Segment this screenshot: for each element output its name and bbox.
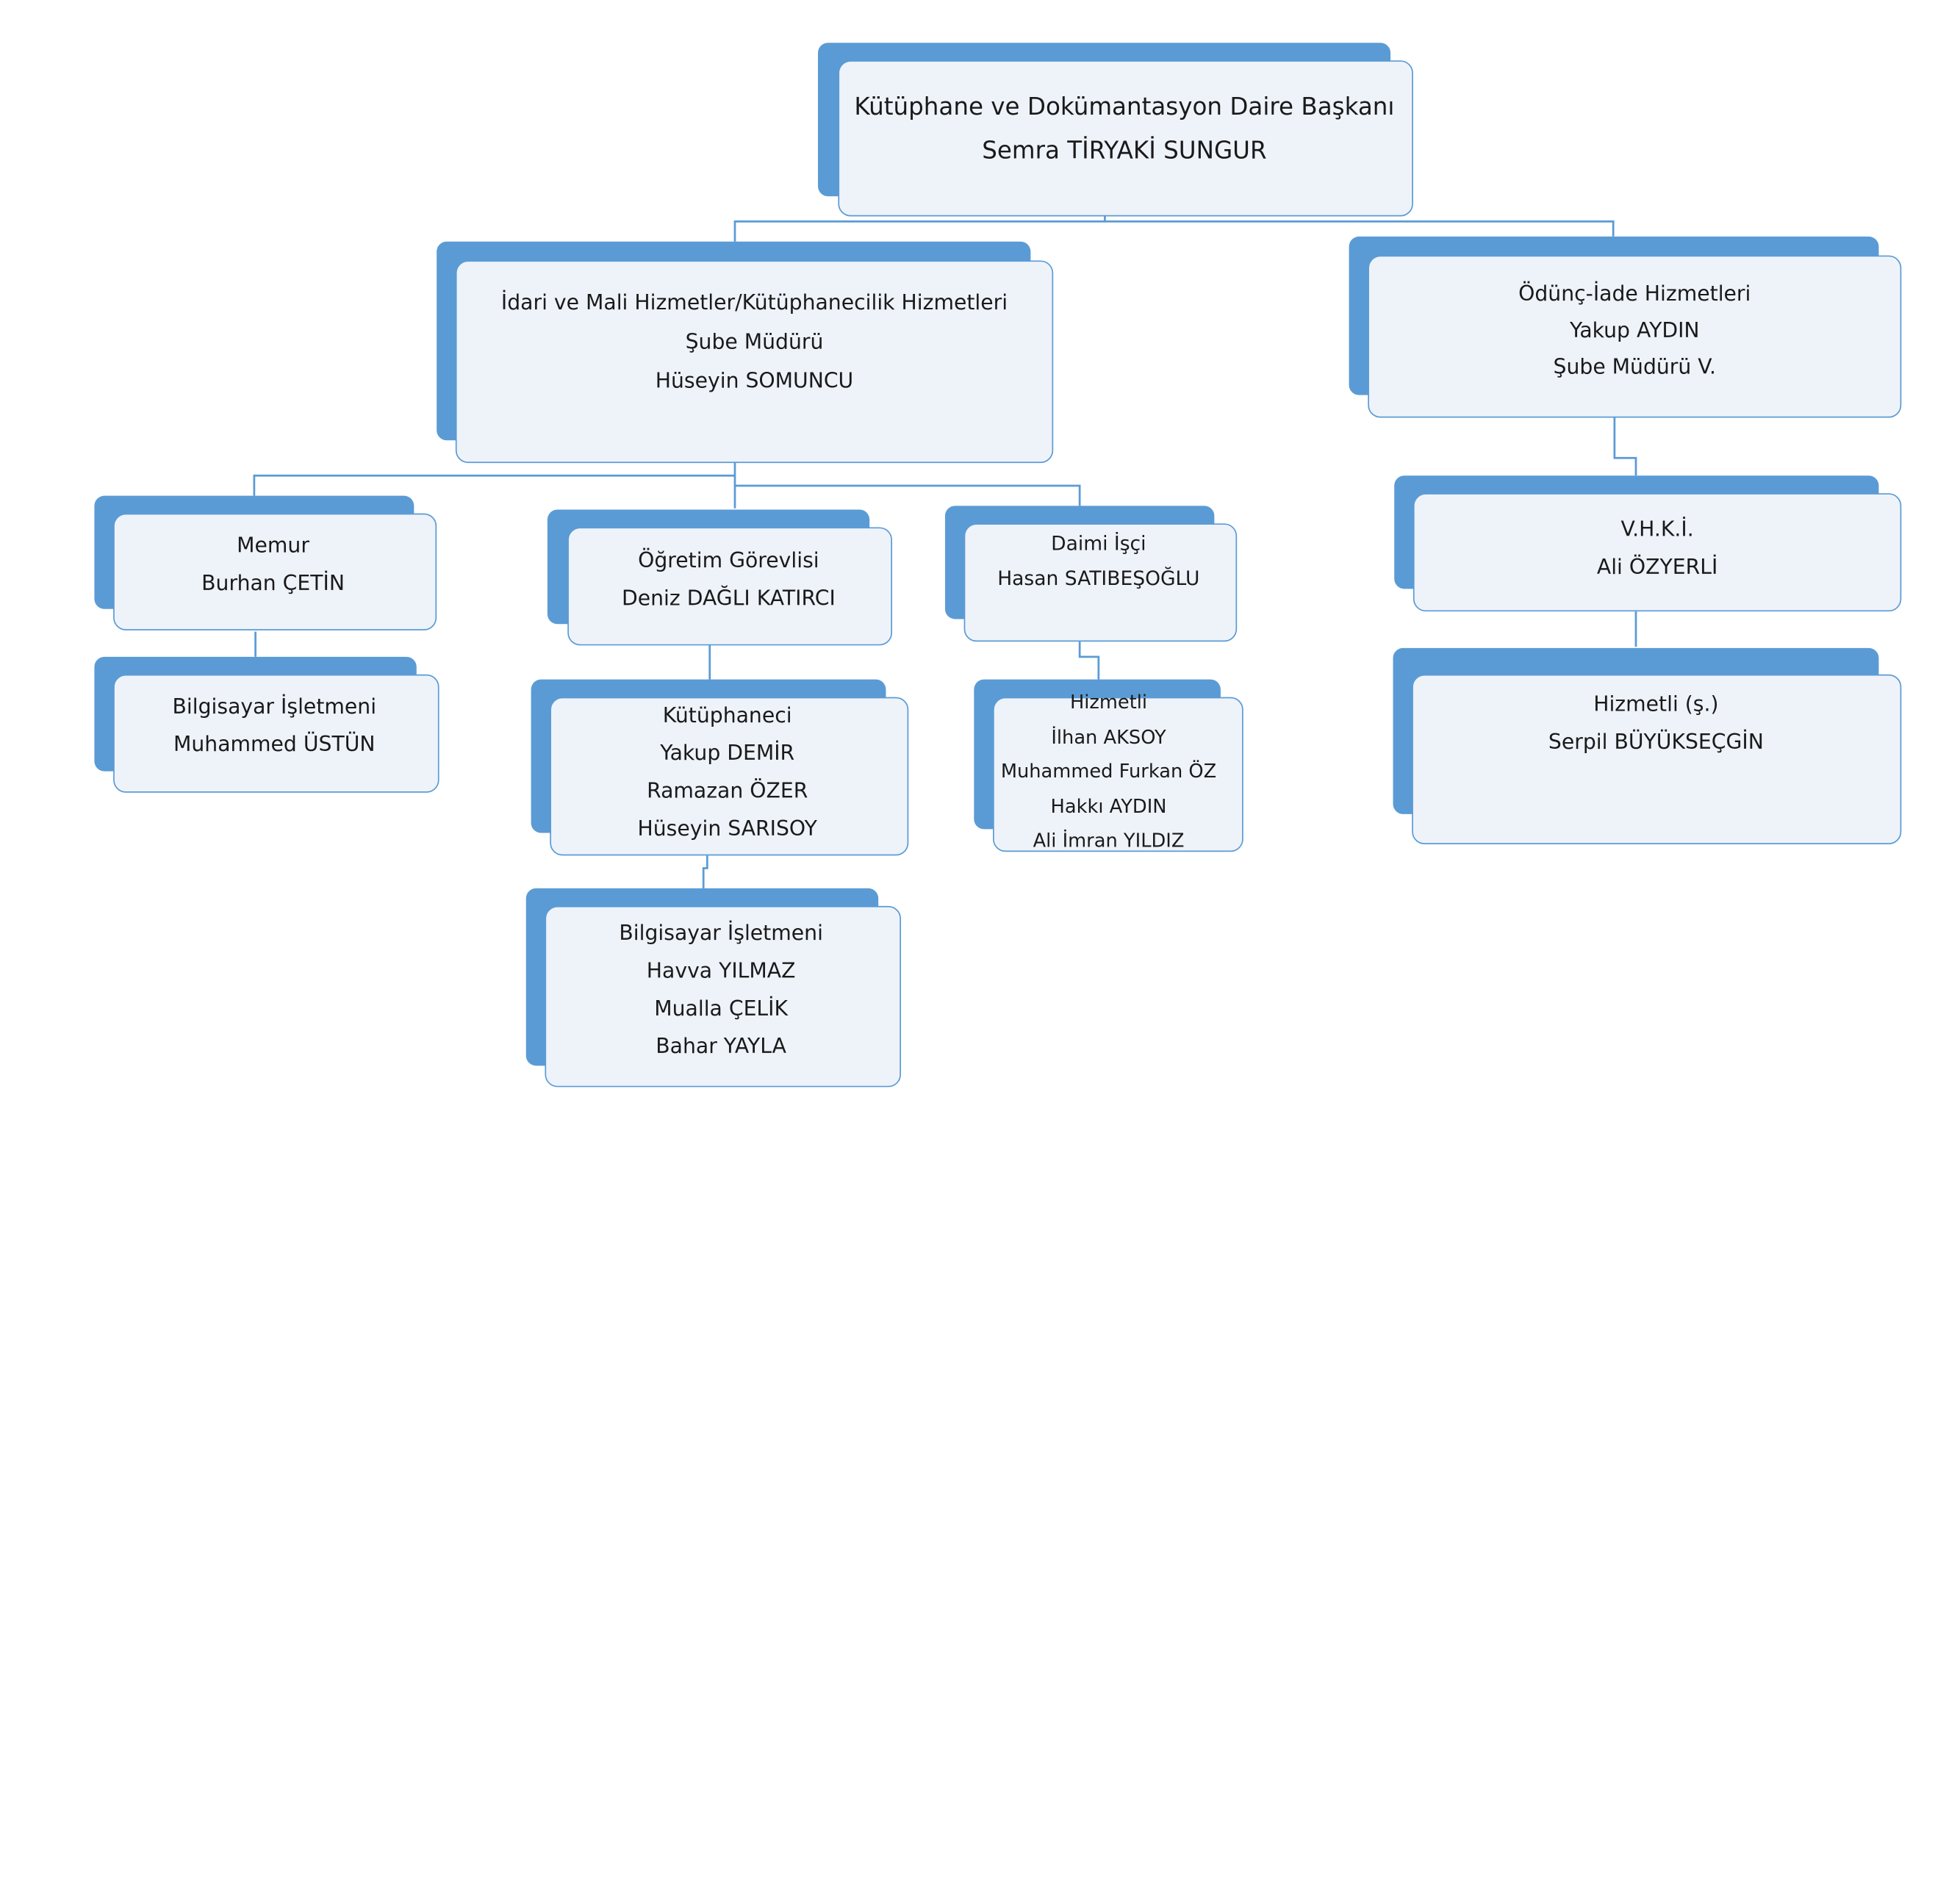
node-admin-manager: İdari ve Mali Hizmetler/Kütüphanecilik H… <box>437 241 1054 464</box>
node-officer-line-1: Memur <box>237 533 309 558</box>
node-librarians-line-3: Ramazan ÖZER <box>647 778 808 803</box>
node-lending-manager: Ödünç-İade Hizmetleri Yakup AYDIN Şube M… <box>1349 236 1902 418</box>
node-officer-computer-operator-line-2: Muhammed ÜSTÜN <box>173 732 376 757</box>
node-officer-computer-operator: Bilgisayar İşletmeni Muhammed ÜSTÜN <box>94 656 439 793</box>
node-admin-manager-line-2: Şube Müdürü <box>685 328 824 353</box>
node-head-line-2: Semra TİRYAKİ SUNGUR <box>982 137 1267 165</box>
node-attendant-s: Hizmetli (ş.) Serpil BÜYÜKSEÇGİN <box>1393 647 1902 844</box>
node-attendants-line-4: Hakkı AYDIN <box>1050 794 1167 818</box>
connector-worker-to-attendants <box>1078 641 1100 680</box>
node-attendants-line-5: Ali İmran YILDIZ <box>1033 829 1185 852</box>
connector-lending-to-vhki <box>1613 417 1637 476</box>
node-computer-operators-line-3: Mualla ÇELİK <box>654 996 789 1021</box>
node-head: Kütüphane ve Dokümantasyon Daire Başkanı… <box>817 43 1413 217</box>
node-lending-manager-line-3: Şube Müdürü V. <box>1553 354 1716 378</box>
node-officer-line-2: Burhan ÇETİN <box>201 571 345 595</box>
node-head-line-1: Kütüphane ve Dokümantasyon Daire Başkanı <box>854 93 1395 121</box>
node-attendants-line-3: Muhammed Furkan ÖZ <box>1000 760 1217 783</box>
node-lecturer-line-1: Öğretim Görevlisi <box>638 548 819 573</box>
node-permanent-worker: Daimi İşçi Hasan SATIBEŞOĞLU <box>944 506 1238 642</box>
node-admin-manager-line-1: İdari ve Mali Hizmetler/Kütüphanecilik H… <box>500 290 1008 314</box>
node-computer-operators-line-2: Havva YILMAZ <box>646 958 796 983</box>
node-librarians-line-1: Kütüphaneci <box>662 703 792 727</box>
node-lending-manager-line-1: Ödünç-İade Hizmetleri <box>1518 281 1751 306</box>
node-attendant-s-line-1: Hizmetli (ş.) <box>1593 691 1719 716</box>
node-computer-operators-line-1: Bilgisayar İşletmeni <box>619 921 823 945</box>
node-computer-operators-line-4: Bahar YAYLA <box>656 1034 787 1059</box>
node-librarians-line-2: Yakup DEMİR <box>660 741 795 766</box>
node-vhki-line-1: V.H.K.İ. <box>1620 517 1694 542</box>
node-attendants-line-2: İlhan AKSOY <box>1051 725 1166 749</box>
node-admin-manager-line-3: Hüseyin SOMUNCU <box>655 367 854 392</box>
node-permanent-worker-line-1: Daimi İşçi <box>1051 532 1146 556</box>
node-vhki: V.H.K.İ. Ali ÖZYERLİ <box>1394 475 1902 612</box>
node-attendants-line-1: Hizmetli <box>1069 691 1148 714</box>
node-permanent-worker-line-2: Hasan SATIBEŞOĞLU <box>997 567 1200 591</box>
node-officer: Memur Burhan ÇETİN <box>94 495 437 630</box>
node-librarians-line-4: Hüseyin SARISOY <box>637 816 817 841</box>
node-vhki-line-2: Ali ÖZYERLİ <box>1596 555 1718 579</box>
node-officer-computer-operator-line-1: Bilgisayar İşletmeni <box>172 694 377 719</box>
node-computer-operators: Bilgisayar İşletmeni Havva YILMAZ Mualla… <box>525 888 902 1088</box>
node-lending-manager-line-2: Yakup AYDIN <box>1569 317 1700 342</box>
node-attendant-s-line-2: Serpil BÜYÜKSEÇGİN <box>1548 730 1764 754</box>
node-lecturer-line-2: Deniz DAĞLI KATIRCI <box>622 586 836 611</box>
connector-librarians-to-operators <box>702 855 708 888</box>
node-lecturer: Öğretim Görevlisi Deniz DAĞLI KATIRCI <box>547 509 893 646</box>
node-librarians: Kütüphaneci Yakup DEMİR Ramazan ÖZER Hüs… <box>531 679 909 856</box>
node-attendants: Hizmetli İlhan AKSOY Muhammed Furkan ÖZ … <box>974 679 1243 852</box>
